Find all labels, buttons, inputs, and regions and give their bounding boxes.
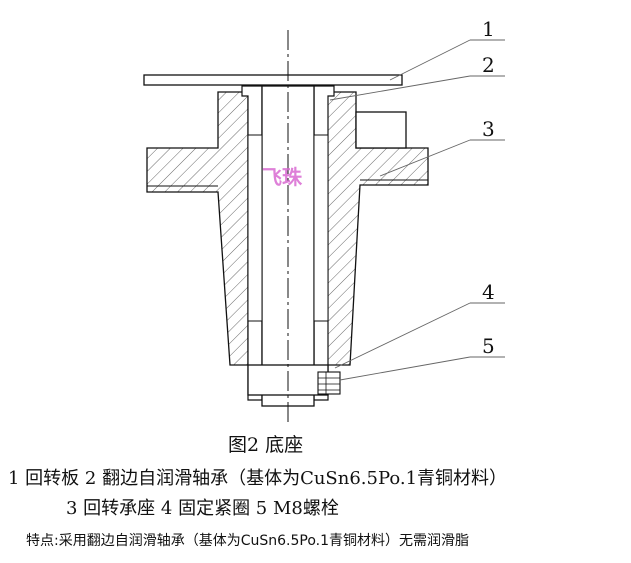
callout-label-3: 3: [482, 117, 495, 141]
callout-label-4: 4: [482, 280, 495, 304]
figure-caption: 图2 底座: [228, 434, 304, 456]
callout-label-1: 1: [482, 17, 495, 41]
bearing-seat-left-section: [146, 91, 249, 366]
base-assembly-drawing: 1 2 3 4 5 飞珠: [143, 17, 505, 425]
m8-bolt: [317, 371, 341, 395]
callout-leaders: [329, 39, 505, 381]
parts-legend-line-1: 1 回转板 2 翻边自润滑轴承（基体为CuSn6.5Po.1青铜材料）: [8, 468, 508, 489]
callout-label-2: 2: [482, 53, 495, 77]
feature-note: 特点:采用翻边自润滑轴承（基体为CuSn6.5Po.1青铜材料）无需润滑脂: [26, 533, 470, 549]
bearing-seat-right-section: [325, 91, 429, 366]
seat-boss: [355, 111, 407, 149]
rotating-plate: [143, 74, 403, 86]
parts-legend-line-2: 3 回转承座 4 固定紧圈 5 M8螺栓: [66, 498, 339, 519]
callout-label-5: 5: [482, 334, 495, 358]
watermark: 飞珠: [262, 165, 303, 189]
